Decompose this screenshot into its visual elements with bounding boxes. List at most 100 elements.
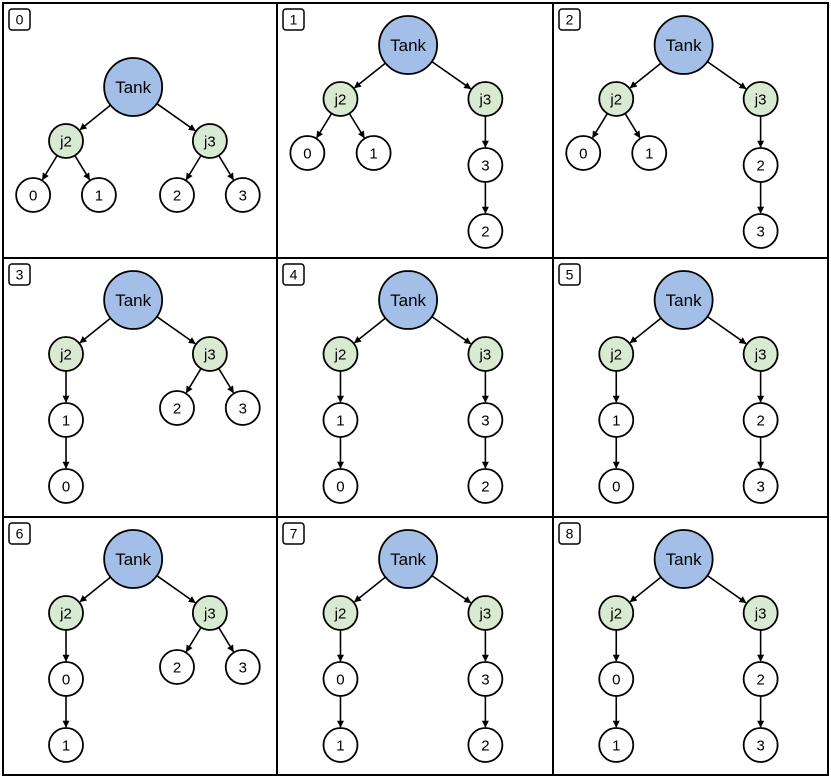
junction-j2: j2 xyxy=(48,123,84,159)
pipe-node-2-label: 2 xyxy=(481,737,489,754)
junction-j3-circle xyxy=(191,595,228,631)
pipe-node-3-label: 3 xyxy=(756,478,764,495)
pipe-node-3-circle xyxy=(224,649,261,685)
tank-node-label: Tank xyxy=(115,550,151,569)
pipe-node-1: 1 xyxy=(322,727,359,763)
panel-id-label: 4 xyxy=(290,267,298,283)
panel-id-label: 5 xyxy=(566,267,574,283)
pipe-node-1: 1 xyxy=(598,402,635,438)
edge-tank-j3 xyxy=(706,315,747,345)
pipe-node-3: 3 xyxy=(224,390,261,426)
junction-j3-label: j3 xyxy=(754,346,767,363)
edge-tank-j3 xyxy=(431,574,472,604)
pipe-node-0-circle xyxy=(15,177,52,213)
junction-j2-label: j2 xyxy=(334,91,347,108)
panel-id-label: 1 xyxy=(290,12,298,28)
edge-right-b xyxy=(218,627,235,653)
pipe-node-0-circle xyxy=(565,135,602,171)
junction-j2-label: j2 xyxy=(59,133,72,150)
edge-right-a xyxy=(185,627,202,653)
edge-left-a xyxy=(41,155,58,181)
junction-j3: j3 xyxy=(467,81,504,117)
pipe-node-3: 3 xyxy=(467,147,504,183)
junction-j3-label: j3 xyxy=(479,91,492,108)
junction-j3: j3 xyxy=(742,595,779,631)
pipe-node-1-circle xyxy=(355,135,392,171)
pipe-node-1-label: 1 xyxy=(336,737,344,754)
edge-left-b xyxy=(348,113,365,139)
tank-node: Tank xyxy=(378,529,439,589)
tank-node-label: Tank xyxy=(390,291,426,310)
pipe-node-3: 3 xyxy=(467,661,504,697)
panel-id-badge xyxy=(282,263,305,286)
junction-j3: j3 xyxy=(742,336,779,372)
edge-right-b xyxy=(218,155,235,181)
pipe-node-2: 2 xyxy=(467,727,504,763)
pipe-node-3-label: 3 xyxy=(239,187,247,204)
edge-tank-j3 xyxy=(156,575,196,604)
junction-j3-label: j3 xyxy=(479,346,492,363)
panel-id-badge xyxy=(558,522,581,545)
edge-tank-j3 xyxy=(156,316,196,345)
pipe-node-3-circle xyxy=(742,213,779,249)
junction-j2-label: j2 xyxy=(59,346,72,363)
pipe-node-1: 1 xyxy=(322,402,359,438)
tank-node: Tank xyxy=(378,270,439,330)
pipe-node-1: 1 xyxy=(48,402,84,438)
pipe-node-3-label: 3 xyxy=(756,737,764,754)
edge-tank-j2 xyxy=(353,62,386,89)
edge-right-a xyxy=(185,368,202,394)
edge-tank-j2 xyxy=(353,576,386,603)
tank-node-label: Tank xyxy=(666,291,702,310)
pipe-node-1: 1 xyxy=(631,135,668,171)
pipe-node-0: 0 xyxy=(322,661,359,697)
junction-j2: j2 xyxy=(598,81,635,117)
pipe-node-2-label: 2 xyxy=(173,187,181,204)
tank-node: Tank xyxy=(378,15,439,75)
pipe-node-3: 3 xyxy=(742,468,779,504)
pipe-node-3-circle xyxy=(224,177,261,213)
pipe-node-0-label: 0 xyxy=(62,671,70,688)
edge-right-b xyxy=(218,368,235,394)
panel-id-badge xyxy=(8,8,31,31)
junction-j3-label: j3 xyxy=(203,605,216,622)
junction-j2: j2 xyxy=(322,336,359,372)
pipe-node-0-label: 0 xyxy=(62,478,70,495)
edge-tank-j2 xyxy=(79,317,112,344)
edge-tank-j2 xyxy=(353,317,386,344)
pipe-node-0: 0 xyxy=(48,661,84,697)
tank-node-label: Tank xyxy=(666,550,702,569)
edge-tank-j2 xyxy=(79,104,112,131)
tank-node-circle xyxy=(378,529,439,589)
pipe-node-0-label: 0 xyxy=(612,478,620,495)
tank-node: Tank xyxy=(103,270,164,330)
junction-j3: j3 xyxy=(191,595,228,631)
edge-left-b xyxy=(624,113,641,139)
pipe-node-1: 1 xyxy=(81,177,117,213)
pipe-node-3-label: 3 xyxy=(481,157,489,174)
pipe-node-0-label: 0 xyxy=(579,145,587,162)
pipe-node-1-label: 1 xyxy=(369,145,377,162)
pipe-node-0: 0 xyxy=(598,661,635,697)
tank-node-circle xyxy=(378,270,439,330)
pipe-node-2-label: 2 xyxy=(173,400,181,417)
pipe-node-0-circle xyxy=(598,468,635,504)
junction-j2-label: j2 xyxy=(334,605,347,622)
pipe-node-0-circle xyxy=(289,135,326,171)
edge-tank-j3 xyxy=(431,315,472,345)
pipe-node-0-circle xyxy=(322,468,359,504)
panel-id-badge xyxy=(8,263,31,286)
edge-tank-j3 xyxy=(431,60,472,90)
junction-j3-label: j3 xyxy=(203,346,216,363)
pipe-node-2: 2 xyxy=(742,661,779,697)
pipe-node-2: 2 xyxy=(159,649,195,685)
tank-node: Tank xyxy=(653,15,714,75)
pipe-node-0: 0 xyxy=(322,468,359,504)
pipe-node-0: 0 xyxy=(15,177,52,213)
